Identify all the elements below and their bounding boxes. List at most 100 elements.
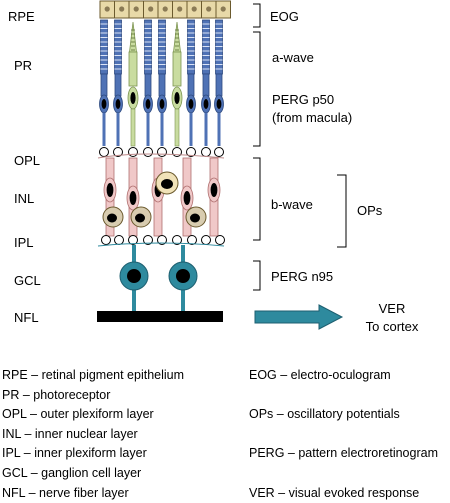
legend-item: OPL – outer plexiform layer: [2, 407, 154, 422]
layer-label-pr: PR: [14, 58, 32, 73]
opl-terminal: [214, 147, 224, 157]
bipolar-nucleus: [106, 183, 114, 197]
rod-nucleus: [159, 99, 165, 109]
cone-axon: [130, 108, 136, 147]
bipolar-nucleus: [183, 191, 191, 205]
rod-nucleus: [115, 99, 121, 109]
rod-nucleus: [145, 99, 151, 109]
bipolar-nucleus: [210, 183, 218, 197]
rod-inner-segment: [215, 73, 223, 97]
bracket-ops: [337, 174, 347, 248]
cone-inner-segment: [128, 51, 138, 87]
rpe-nucleus: [220, 6, 226, 12]
label-b-wave: b-wave: [271, 197, 313, 212]
ganglion-nucleus: [176, 269, 190, 283]
ipl-terminal: [157, 235, 167, 245]
ver-arrow-icon: [254, 304, 344, 330]
legend-item: INL – inner nuclear layer: [2, 426, 138, 441]
ipl-terminal: [215, 235, 225, 245]
rpe-nucleus: [148, 6, 154, 12]
legend-responses: EOG – electro-oculogram OPs – oscillator…: [249, 366, 438, 503]
horizontal-cell-nucleus: [161, 179, 173, 189]
rod-inner-segment: [158, 73, 166, 97]
legend-item: NFL – nerve fiber layer: [2, 485, 129, 500]
opl-terminal: [157, 147, 167, 157]
amacrine-cells: [102, 171, 207, 228]
opl-terminal: [128, 147, 138, 157]
rod-axon: [189, 113, 193, 146]
layer-label-ipl: IPL: [14, 235, 34, 250]
layer-label-rpe: RPE: [8, 9, 35, 24]
label-ver: VER: [379, 301, 406, 316]
layer-label-nfl: NFL: [14, 310, 39, 325]
ipl-terminal: [172, 235, 182, 245]
bracket-a-wave: [253, 31, 261, 147]
cone-axon: [174, 108, 180, 147]
retina-diagram: RPE PR OPL INL IPL GCL NFL EOG a-wave PE…: [8, 0, 419, 334]
label-ver-destination: To cortex: [366, 319, 419, 334]
legend-item: GCL – ganglion cell layer: [2, 465, 142, 480]
cone-outer-segment: [173, 21, 181, 53]
ganglion-dendrite: [97, 242, 225, 247]
opl-terminal: [201, 147, 211, 157]
rpe-nucleus: [206, 6, 212, 12]
nerve-fiber-bar: [97, 311, 223, 322]
rod-axon: [160, 113, 164, 146]
ipl-terminal: [114, 235, 124, 245]
rod-inner-segment: [202, 73, 210, 97]
label-eog: EOG: [270, 9, 299, 24]
rpe-nucleus: [119, 6, 125, 12]
rod-inner-segment: [100, 73, 108, 97]
label-perg-p50: PERG p50: [272, 92, 334, 107]
opl-terminal: [113, 147, 123, 157]
ipl-terminal: [187, 235, 197, 245]
legend-item: [249, 464, 438, 484]
rpe-nucleus: [162, 6, 168, 12]
layer-label-opl: OPL: [14, 153, 40, 168]
rpe-nucleus: [104, 6, 110, 12]
bipolar-cells: [103, 157, 221, 237]
ipl-terminal: [128, 235, 138, 245]
opl-terminal: [186, 147, 196, 157]
ipl-terminal: [101, 235, 111, 245]
rpe-nucleus: [177, 6, 183, 12]
legend-item: OPs – oscillatory potentials: [249, 407, 400, 422]
rod-axon: [146, 113, 150, 146]
cone-inner-segment: [172, 51, 182, 87]
rod-inner-segment: [144, 73, 152, 97]
ipl-terminal: [201, 235, 211, 245]
legend-item: [249, 386, 438, 406]
rpe-layer: [99, 0, 231, 19]
cone-nucleus: [174, 92, 180, 104]
horizontal-cell-process: [97, 153, 225, 159]
rod-nucleus: [101, 99, 107, 109]
rod-inner-segment: [187, 73, 195, 97]
legend-item: EOG – electro-oculogram: [249, 368, 391, 382]
label-perg-p50-note: (from macula): [272, 110, 352, 125]
rod-axon: [204, 113, 208, 146]
layer-label-gcl: GCL: [14, 273, 41, 288]
bracket-b-wave: [253, 157, 261, 241]
rpe-nucleus: [133, 6, 139, 12]
opl-synapses: [97, 147, 225, 159]
rod-axon: [217, 113, 221, 146]
ipl-synapses: [97, 235, 225, 247]
amacrine-nucleus: [107, 213, 117, 223]
rpe-nucleus: [191, 6, 197, 12]
photoreceptor-layer: [99, 19, 224, 147]
legend-item: [249, 425, 438, 445]
rod-nucleus: [203, 99, 209, 109]
opl-terminal: [143, 147, 153, 157]
amacrine-nucleus: [135, 213, 145, 223]
amacrine-nucleus: [190, 213, 200, 223]
legend-item: IPL – inner plexiform layer: [2, 446, 147, 461]
ipl-terminal: [143, 235, 153, 245]
label-ops: OPs: [357, 203, 383, 218]
rod-axon: [116, 113, 120, 146]
rod-nucleus: [188, 99, 194, 109]
cone-nucleus: [130, 92, 136, 104]
rod-axon: [102, 113, 106, 146]
ganglion-cells: [119, 245, 198, 311]
legend-item: VER – visual evoked response: [249, 485, 420, 500]
legend-item: RPE – retinal pigment epithelium: [2, 368, 185, 382]
